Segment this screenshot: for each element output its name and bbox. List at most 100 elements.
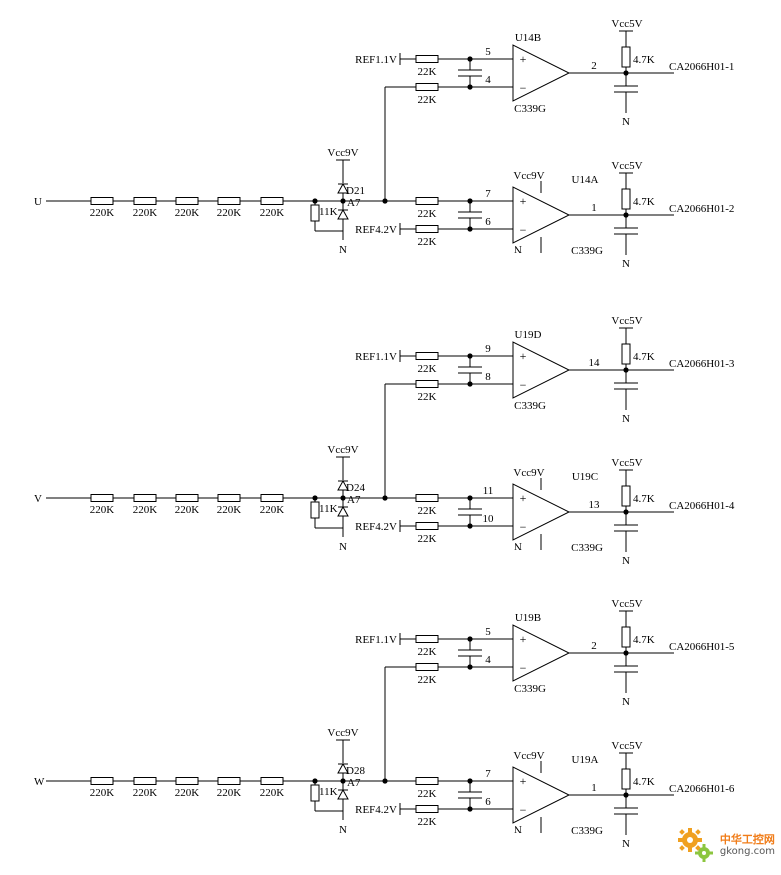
input-resistor-value: 220K xyxy=(260,787,285,799)
filter-resistor xyxy=(415,83,439,91)
minus-sign: − xyxy=(520,81,527,95)
filter-resistor-value: 22K xyxy=(418,674,437,686)
ref-label: REF4.2V xyxy=(355,521,397,533)
output-net-label: CA2066H01-2 xyxy=(669,203,734,215)
junction-dot xyxy=(467,495,473,501)
part-label: C339G xyxy=(514,400,546,412)
divider-resistor xyxy=(310,784,320,802)
ground-label: N xyxy=(622,696,630,708)
comparator-upper: REF1.1V22K22K54+−U14BC339G2Vcc5V4.7KNCA2… xyxy=(355,18,734,128)
input-resistor-value: 220K xyxy=(90,787,115,799)
vcc5-label: Vcc5V xyxy=(611,160,642,172)
pullup-resistor xyxy=(621,343,631,365)
diode-symbol xyxy=(337,788,349,800)
comparator-symbol xyxy=(512,341,571,399)
output-net-label: CA2066H01-5 xyxy=(669,641,735,653)
input-label: U xyxy=(34,196,42,208)
pin-number-positive: 11 xyxy=(483,485,494,497)
diode-part-label: A7 xyxy=(347,494,361,506)
input-resistor-value: 220K xyxy=(90,207,115,219)
watermark-brand: 中华工控网 xyxy=(719,832,775,846)
pin-number-positive: 9 xyxy=(485,343,491,355)
input-resistor-value: 220K xyxy=(260,504,285,516)
filter-resistor-value: 22K xyxy=(418,236,437,248)
pin-number-output: 2 xyxy=(591,60,597,72)
diode-label: D21 xyxy=(346,185,365,197)
pullup-resistor-value: 4.7K xyxy=(633,776,655,788)
part-label: C339G xyxy=(571,542,603,554)
filter-resistor xyxy=(415,225,439,233)
unit-label: U19C xyxy=(572,471,598,483)
filter-resistor-value: 22K xyxy=(418,66,437,78)
supply-gnd-label: N xyxy=(514,540,522,552)
input-resistor xyxy=(90,197,114,205)
input-resistor-value: 220K xyxy=(133,207,158,219)
supply-vcc-label: Vcc9V xyxy=(513,170,544,182)
input-resistor xyxy=(217,494,241,502)
filter-resistor-value: 22K xyxy=(418,208,437,220)
ground-label: N xyxy=(339,244,347,256)
filter-resistor-value: 22K xyxy=(418,94,437,106)
unit-label: U14B xyxy=(515,32,541,44)
output-net-label: CA2066H01-1 xyxy=(669,61,734,73)
input-resistor xyxy=(260,777,284,785)
supply-vcc-label: Vcc9V xyxy=(513,467,544,479)
pin-number-output: 13 xyxy=(589,499,601,511)
input-resistor-value: 220K xyxy=(260,207,285,219)
input-resistor xyxy=(217,197,241,205)
pin-number-output: 2 xyxy=(591,640,597,652)
pin-number-positive: 5 xyxy=(485,46,491,58)
divider-resistor xyxy=(310,501,320,519)
divider-resistor-value: 11K xyxy=(319,206,338,218)
input-resistor-value: 220K xyxy=(133,504,158,516)
filter-resistor-value: 22K xyxy=(418,646,437,658)
pin-number-output: 1 xyxy=(591,782,597,794)
pullup-resistor xyxy=(621,188,631,210)
input-label: V xyxy=(34,493,42,505)
input-resistor xyxy=(90,494,114,502)
pullup-resistor-value: 4.7K xyxy=(633,54,655,66)
diode-label: D24 xyxy=(346,482,365,494)
pullup-resistor xyxy=(621,485,631,507)
ground-label: N xyxy=(622,555,630,567)
ground-label: N xyxy=(339,541,347,553)
input-resistor xyxy=(260,494,284,502)
part-label: C339G xyxy=(514,103,546,115)
input-resistor xyxy=(217,777,241,785)
diode-part-label: A7 xyxy=(347,777,361,789)
supply-gnd-label: N xyxy=(514,243,522,255)
filter-resistor xyxy=(415,777,439,785)
vcc9-label: Vcc9V xyxy=(327,444,358,456)
watermark: 中华工控网 gkong.com xyxy=(676,825,775,865)
output-net-label: CA2066H01-4 xyxy=(669,500,735,512)
comparator-symbol xyxy=(512,186,571,244)
pullup-resistor xyxy=(621,768,631,790)
filter-resistor-value: 22K xyxy=(418,788,437,800)
filter-resistor xyxy=(415,494,439,502)
ref-label: REF4.2V xyxy=(355,804,397,816)
unit-label: U19B xyxy=(515,612,541,624)
ref-label: REF1.1V xyxy=(355,351,397,363)
filter-resistor xyxy=(415,197,439,205)
pin-number-positive: 7 xyxy=(485,188,491,200)
pin-number-negative: 4 xyxy=(485,654,491,666)
part-label: C339G xyxy=(571,245,603,257)
gear-icon xyxy=(677,828,713,862)
plus-sign: + xyxy=(520,52,527,66)
comparator-symbol xyxy=(512,483,571,541)
unit-label: U19D xyxy=(515,329,542,341)
minus-sign: − xyxy=(520,378,527,392)
supply-vcc-label: Vcc9V xyxy=(513,750,544,762)
pin-number-negative: 10 xyxy=(483,513,495,525)
comparator-lower: REF4.2V22K22K76+−U14AC339GVcc9VN1Vcc5V4.… xyxy=(355,160,734,270)
input-resistor-value: 220K xyxy=(90,504,115,516)
diode-symbol xyxy=(337,505,349,517)
vcc5-label: Vcc5V xyxy=(611,598,642,610)
filter-resistor xyxy=(415,663,439,671)
minus-sign: − xyxy=(520,803,527,817)
pullup-resistor-value: 4.7K xyxy=(633,634,655,646)
plus-sign: + xyxy=(520,349,527,363)
part-label: C339G xyxy=(571,825,603,837)
